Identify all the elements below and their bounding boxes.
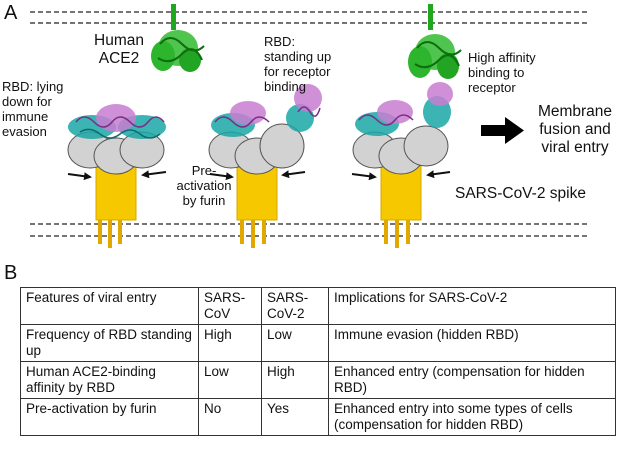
spike-3-rbd-heads	[355, 82, 453, 136]
table-cell: Frequency of RBD standing up	[20, 324, 199, 362]
table-cell: Human ACE2-binding affinity by RBD	[20, 361, 199, 399]
pre-activation-label: Pre-activation by furin	[176, 163, 232, 208]
panel-a-letter: A	[4, 2, 18, 24]
bottom-membrane	[30, 223, 588, 237]
spike-diagram	[30, 4, 588, 248]
table-cell: Pre-activation by furin	[20, 398, 199, 436]
table-cell: High	[198, 324, 262, 362]
spike-3	[352, 82, 453, 248]
header-cell: SARS-CoV	[198, 287, 262, 325]
ace2-receptor-1	[151, 4, 205, 72]
table-cell: Immune evasion (hidden RBD)	[328, 324, 616, 362]
rbd-standing-label: RBD: standing up for receptor binding	[264, 34, 332, 94]
spike-3-legs	[384, 216, 410, 248]
spike-2-legs	[240, 216, 266, 248]
table-cell: No	[198, 398, 262, 436]
header-cell: SARS-CoV-2	[261, 287, 329, 325]
viral-entry-table: Features of viral entry SARS-CoV SARS-Co…	[20, 287, 616, 436]
spike-3-lobes	[352, 125, 449, 175]
table-row: Frequency of RBD standing up High Low Im…	[20, 324, 616, 362]
table-cell: Enhanced entry (compensation for hidden …	[328, 361, 616, 399]
high-affinity-label: High affinity binding to receptor	[468, 50, 536, 95]
spike-2-lobes	[208, 123, 305, 175]
table-header-row: Features of viral entry SARS-CoV SARS-Co…	[20, 287, 616, 325]
header-cell: Features of viral entry	[20, 287, 199, 325]
table-cell: Enhanced entry into some types of cells …	[328, 398, 616, 436]
table-row: Pre-activation by furin No Yes Enhanced …	[20, 398, 616, 436]
membrane-fusion-label: Membrane fusion and viral entry	[537, 103, 613, 156]
table-cell: Low	[261, 324, 329, 362]
spike-1-lobes	[67, 131, 165, 175]
header-cell: Implications for SARS-CoV-2	[328, 287, 616, 325]
table-row: Human ACE2-binding affinity by RBD Low H…	[20, 361, 616, 399]
spike-1-legs	[98, 216, 122, 248]
panel-b-letter: B	[4, 262, 18, 284]
table-cell: Yes	[261, 398, 329, 436]
table-cell: Low	[198, 361, 262, 399]
ace2-receptor-2	[408, 4, 462, 79]
spike-1	[67, 104, 166, 248]
top-membrane	[30, 11, 588, 24]
table-cell: High	[261, 361, 329, 399]
spike-label: SARS-CoV-2 spike	[455, 185, 586, 202]
spike-1-rbd-heads	[68, 104, 166, 139]
human-ace2-label: Human ACE2	[94, 32, 144, 67]
fusion-arrow	[481, 117, 524, 144]
furin-arrows	[67, 170, 451, 181]
rbd-lying-label: RBD: lying down for immune evasion	[2, 79, 64, 139]
spike-2	[208, 84, 322, 248]
spike-2-rbd-heads	[211, 84, 322, 137]
